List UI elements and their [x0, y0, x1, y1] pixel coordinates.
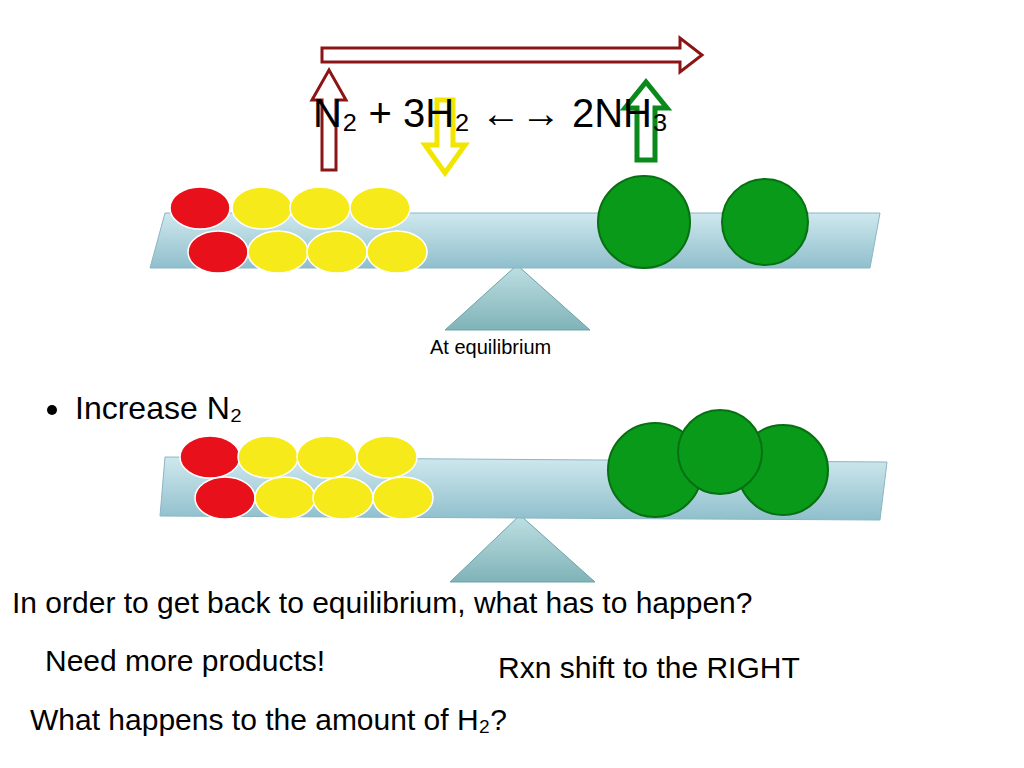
answer-text: Need more products!	[45, 644, 325, 679]
answer-text: Rxn shift to the RIGHT	[498, 651, 800, 686]
bullet	[47, 405, 57, 415]
bullet-text: Increase N₂	[75, 390, 242, 427]
balance-equilibrium	[150, 176, 880, 330]
question-text: What happens to the amount of H₂?	[30, 703, 507, 738]
reaction-equation: N₂ + 3H₂ ←→ 2NH₃	[313, 90, 668, 136]
shift-arrows	[312, 38, 702, 173]
balance-caption: At equilibrium	[430, 336, 551, 359]
balance-disturbed	[160, 410, 887, 582]
question-text: In order to get back to equilibrium, wha…	[12, 586, 752, 621]
